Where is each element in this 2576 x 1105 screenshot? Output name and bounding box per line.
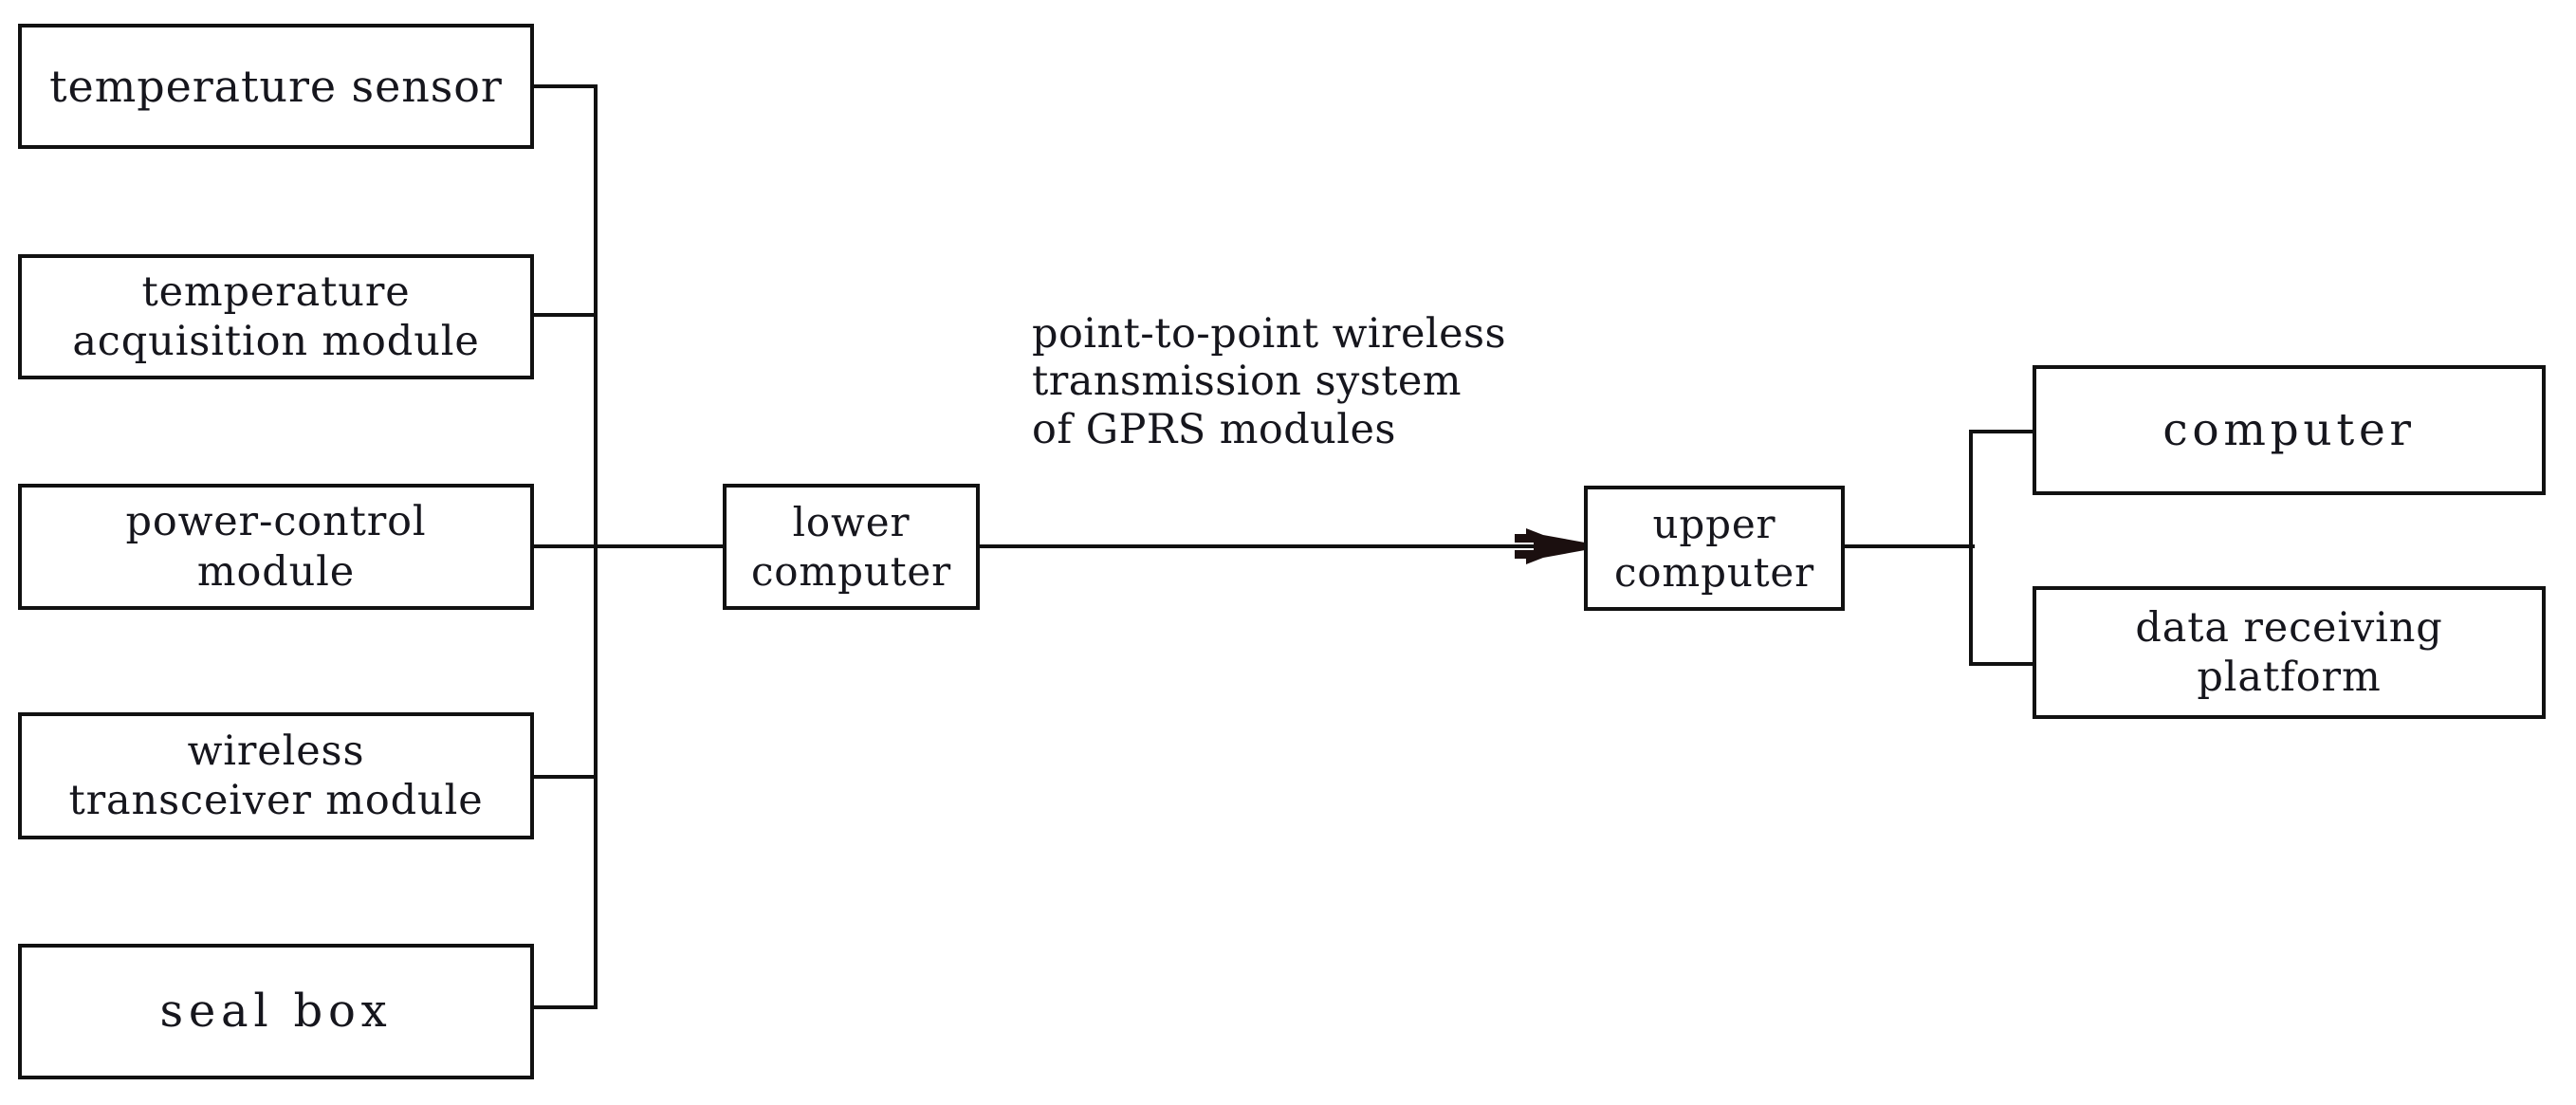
node-wireless-transceiver-module[interactable]: wireless transceiver module bbox=[18, 712, 534, 839]
node-seal-box[interactable]: seal box bbox=[18, 944, 534, 1079]
connector-data-receiving-platform bbox=[1969, 662, 2035, 666]
connector-computer bbox=[1969, 430, 2035, 433]
transmission-link-caption: point-to-point wireless transmission sys… bbox=[1032, 310, 1506, 453]
node-temperature-acquisition-module[interactable]: temperature acquisition module bbox=[18, 254, 534, 379]
node-temperature-sensor[interactable]: temperature sensor bbox=[18, 24, 534, 149]
node-computer[interactable]: computer bbox=[2033, 365, 2546, 495]
connector-power-control-module bbox=[531, 544, 598, 548]
connector-temperature-sensor bbox=[531, 84, 598, 88]
connector-wireless-transceiver-module bbox=[531, 775, 598, 779]
connector-left-bus-to-lower-computer bbox=[594, 544, 727, 548]
connector-right-bus bbox=[1969, 430, 1973, 666]
connector-upper-computer-to-right-bus bbox=[1843, 544, 1975, 548]
node-upper-computer[interactable]: upper computer bbox=[1584, 486, 1845, 611]
node-lower-computer[interactable]: lower computer bbox=[723, 484, 980, 610]
node-power-control-module[interactable]: power-control module bbox=[18, 484, 534, 610]
arrow-right-icon bbox=[1515, 525, 1585, 568]
connector-lower-to-upper-computer bbox=[978, 544, 1556, 548]
connector-seal-box bbox=[531, 1005, 598, 1009]
node-data-receiving-platform[interactable]: data receiving platform bbox=[2033, 586, 2546, 719]
connector-temperature-acquisition-module bbox=[531, 313, 598, 317]
